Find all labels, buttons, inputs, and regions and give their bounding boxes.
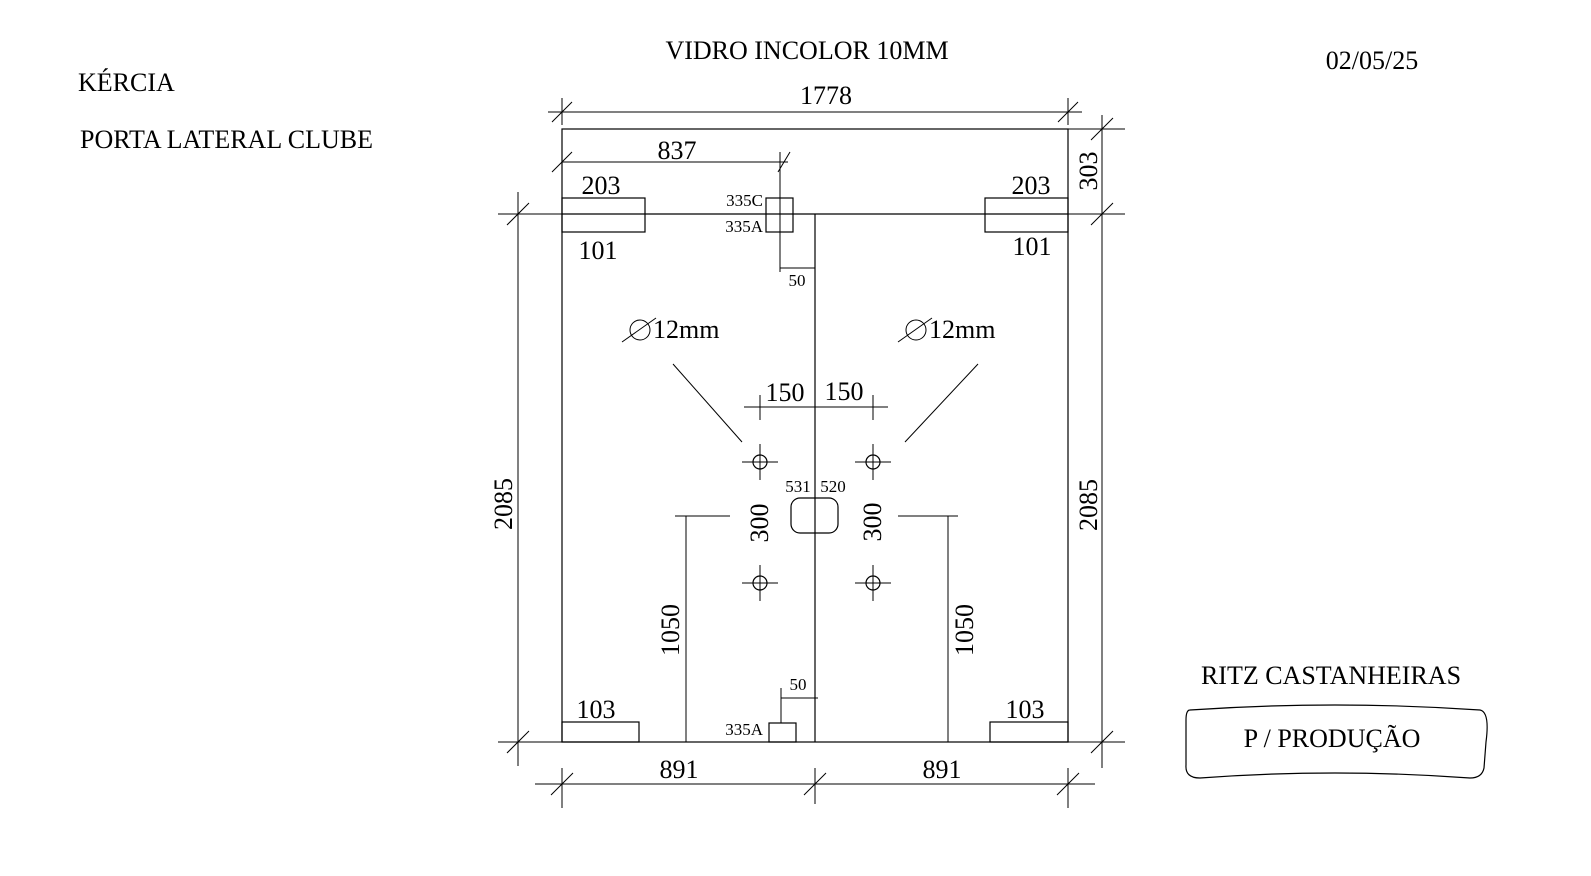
client-name: KÉRCIA <box>78 68 175 97</box>
lock-cutout <box>790 497 839 534</box>
dim-left-panel-width: 891 <box>660 755 699 784</box>
dim-right-panel-width: 891 <box>923 755 962 784</box>
dim-bottom-patch-right: 103 <box>1006 695 1045 724</box>
leader-left <box>672 363 743 443</box>
dimension-lines <box>498 98 1125 808</box>
dim-top-section: 303 <box>1074 152 1103 191</box>
top-patch-right <box>984 197 1069 233</box>
dim-pivot-offset: 837 <box>658 136 697 165</box>
fitting-bottom-offset: 50 <box>790 675 807 694</box>
hole-left-top <box>742 444 778 480</box>
leader-right <box>904 363 979 443</box>
dim-handle-vertical-left: 300 <box>745 504 774 543</box>
project-name: PORTA LATERAL CLUBE <box>80 125 373 154</box>
hole-right-bottom <box>855 565 891 601</box>
dim-top-patch-left-height: 101 <box>579 236 618 265</box>
dim-top-patch-right-height: 101 <box>1013 232 1052 261</box>
hole-left-bottom <box>742 565 778 601</box>
material-title: VIDRO INCOLOR 10MM <box>665 36 948 65</box>
dim-bottom-patch-left: 103 <box>577 695 616 724</box>
hole-right-diameter: 12mm <box>929 315 995 344</box>
bottom-pivot-fitting <box>768 722 797 743</box>
location-name: RITZ CASTANHEIRAS <box>1201 661 1461 690</box>
dim-handle-height-right: 1050 <box>950 604 979 656</box>
fitting-top-offset: 50 <box>789 271 806 290</box>
fitting-top-a: 335A <box>725 217 764 236</box>
lock-right-value: 520 <box>820 477 846 496</box>
lock-left-value: 531 <box>785 477 811 496</box>
bottom-patch-left <box>561 721 640 743</box>
dim-top-patch-right-width: 203 <box>1012 171 1051 200</box>
dim-handle-height-left: 1050 <box>656 604 685 656</box>
dim-top-patch-left-width: 203 <box>582 171 621 200</box>
production-stamp: P / PRODUÇÃO <box>1244 724 1421 753</box>
dim-handle-spacing-right: 150 <box>825 377 864 406</box>
holes <box>742 444 891 601</box>
dim-total-width: 1778 <box>800 81 852 110</box>
dim-handle-spacing-left: 150 <box>766 378 805 407</box>
fitting-top-c: 335C <box>726 191 763 210</box>
bottom-patch-right <box>989 721 1069 743</box>
dim-handle-vertical-right: 300 <box>858 503 887 542</box>
glass-panels <box>561 128 1069 743</box>
dim-height-left: 2085 <box>489 478 518 530</box>
top-patch-left <box>561 197 646 233</box>
drawing-date: 02/05/25 <box>1326 46 1418 75</box>
fitting-bottom-a: 335A <box>725 720 764 739</box>
hole-left-diameter: 12mm <box>653 315 719 344</box>
hole-right-top <box>855 444 891 480</box>
production-stamp-box <box>1185 704 1488 779</box>
dim-height-right: 2085 <box>1074 479 1103 531</box>
